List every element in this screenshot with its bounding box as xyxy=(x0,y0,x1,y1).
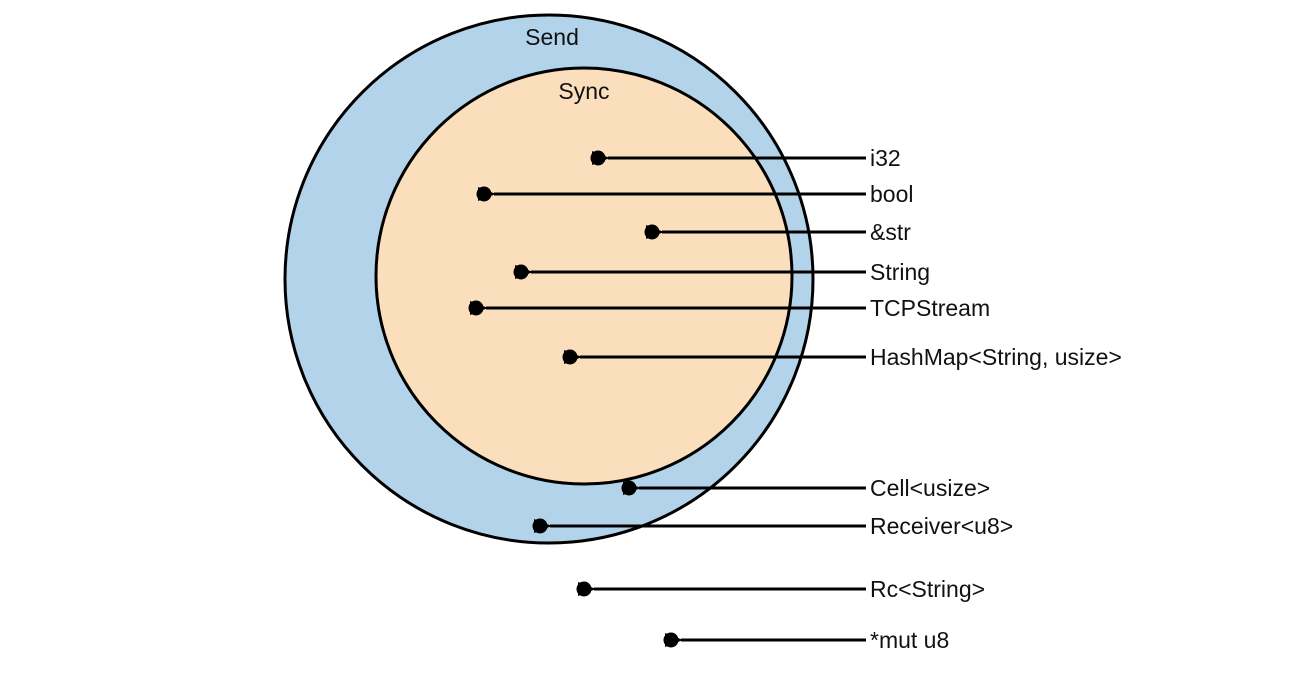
type-label: TCPStream xyxy=(870,295,990,321)
type-item-str: &str xyxy=(644,219,911,245)
type-item-mut-u8: *mut u8 xyxy=(663,627,949,653)
type-dot xyxy=(663,632,679,648)
type-label: *mut u8 xyxy=(870,627,949,653)
type-label: Rc<String> xyxy=(870,576,985,602)
type-dot xyxy=(468,300,484,316)
sync-region xyxy=(374,66,794,486)
type-label: i32 xyxy=(870,145,901,171)
send-label: Send xyxy=(525,24,579,50)
type-item-receiver-u8: Receiver<u8> xyxy=(532,513,1013,539)
type-dot xyxy=(476,186,492,202)
type-item-i32: i32 xyxy=(590,145,901,171)
type-item-hashmap-string-usize: HashMap<String, usize> xyxy=(562,344,1122,370)
type-dot xyxy=(532,518,548,534)
type-label: HashMap<String, usize> xyxy=(870,344,1122,370)
type-item-tcpstream: TCPStream xyxy=(468,295,990,321)
type-label: bool xyxy=(870,181,913,207)
type-label: &str xyxy=(870,219,911,245)
type-items: i32 bool&strStringTCPStreamHashMap<String… xyxy=(468,145,1122,653)
type-dot xyxy=(590,150,606,166)
type-dot xyxy=(562,349,578,365)
type-label: Receiver<u8> xyxy=(870,513,1013,539)
type-item-bool: bool xyxy=(476,181,913,207)
sync-label: Sync xyxy=(558,78,609,104)
type-dot xyxy=(644,224,660,240)
type-label: Cell<usize> xyxy=(870,475,990,501)
type-dot xyxy=(576,581,592,597)
type-item-cell-usize: Cell<usize> xyxy=(621,475,990,501)
type-dot xyxy=(513,264,529,280)
type-item-rc-string: Rc<String> xyxy=(576,576,985,602)
type-label: String xyxy=(870,259,930,285)
type-dot xyxy=(621,480,637,496)
type-item-string: String xyxy=(513,259,930,285)
